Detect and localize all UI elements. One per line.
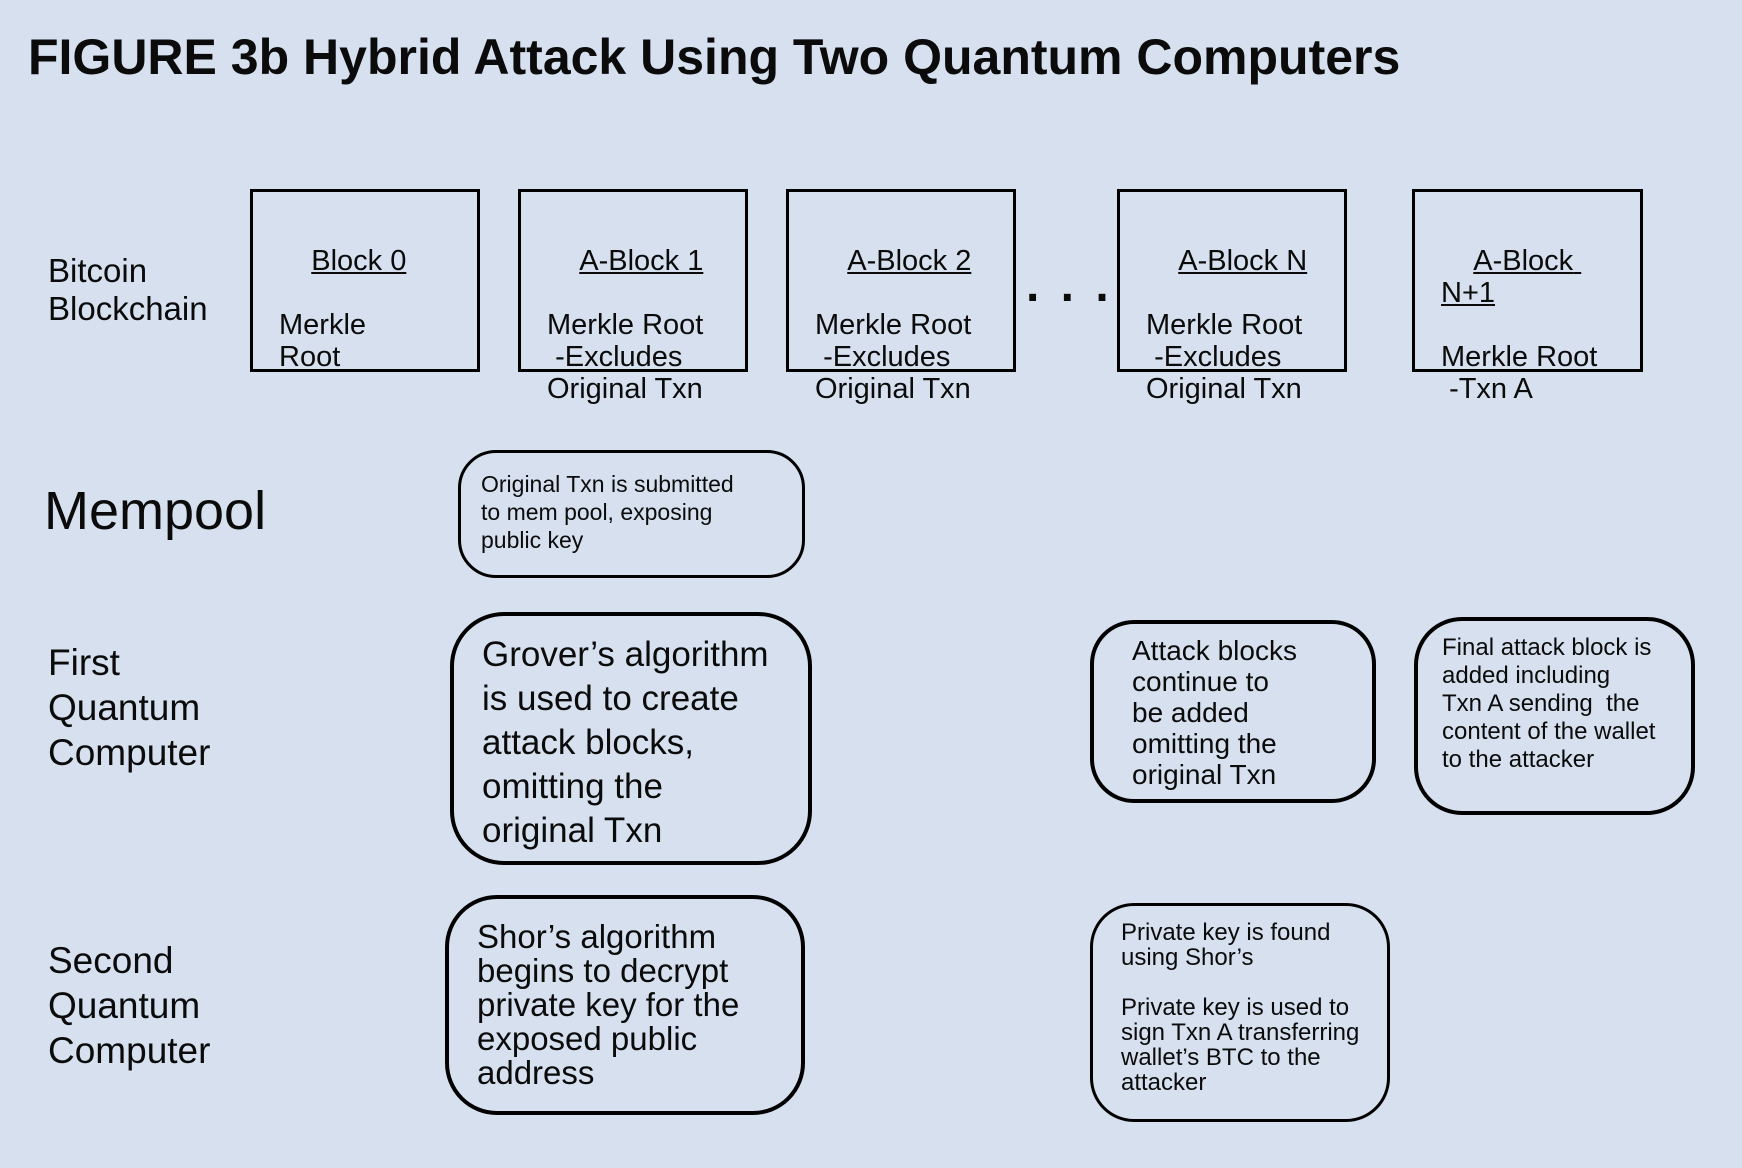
row-label-mempool: Mempool xyxy=(44,481,267,541)
a-block-1-title: A-Block 1 xyxy=(579,245,704,277)
block-0-title: Block 0 xyxy=(311,245,407,277)
a-block-2-body: Merkle Root -Excludes Original Txn xyxy=(815,309,972,405)
grover-algorithm-note: Grover’s algorithm is used to create att… xyxy=(450,612,812,865)
row-label-first-quantum-computer: First Quantum Computer xyxy=(48,642,211,773)
ellipsis-between-blocks: . . . xyxy=(1026,259,1113,312)
attack-blocks-continue-note: Attack blocks continue to be added omitt… xyxy=(1090,620,1376,803)
a-block-2: A-Block 2 Merkle Root -Excludes Original… xyxy=(786,189,1016,405)
figure-title: FIGURE 3b Hybrid Attack Using Two Quantu… xyxy=(28,29,1401,85)
block-0-body: Merkle Root xyxy=(279,309,367,373)
a-block-n-plus-1: A-Block N+1 Merkle Root -Txn A xyxy=(1412,189,1643,405)
a-block-2-title: A-Block 2 xyxy=(847,245,972,277)
mempool-note: Original Txn is submitted to mem pool, e… xyxy=(458,450,805,578)
a-block-1: A-Block 1 Merkle Root -Excludes Original… xyxy=(518,189,748,405)
a-block-n-body: Merkle Root -Excludes Original Txn xyxy=(1146,309,1303,405)
a-block-n-plus-1-body: Merkle Root -Txn A xyxy=(1441,341,1598,405)
block-0: Block 0 Merkle Root xyxy=(250,189,480,373)
a-block-n: A-Block N Merkle Root -Excludes Original… xyxy=(1117,189,1347,405)
row-label-bitcoin-blockchain: Bitcoin Blockchain xyxy=(48,252,208,327)
a-block-n-title: A-Block N xyxy=(1178,245,1308,277)
private-key-found-note: Private key is found using Shor’s Privat… xyxy=(1090,903,1390,1122)
a-block-1-body: Merkle Root -Excludes Original Txn xyxy=(547,309,704,405)
row-label-second-quantum-computer: Second Quantum Computer xyxy=(48,940,211,1071)
final-attack-block-note: Final attack block is added including Tx… xyxy=(1414,617,1695,815)
a-block-n-plus-1-title: A-Block N+1 xyxy=(1441,245,1582,309)
shor-algorithm-note: Shor’s algorithm begins to decrypt priva… xyxy=(445,895,805,1115)
